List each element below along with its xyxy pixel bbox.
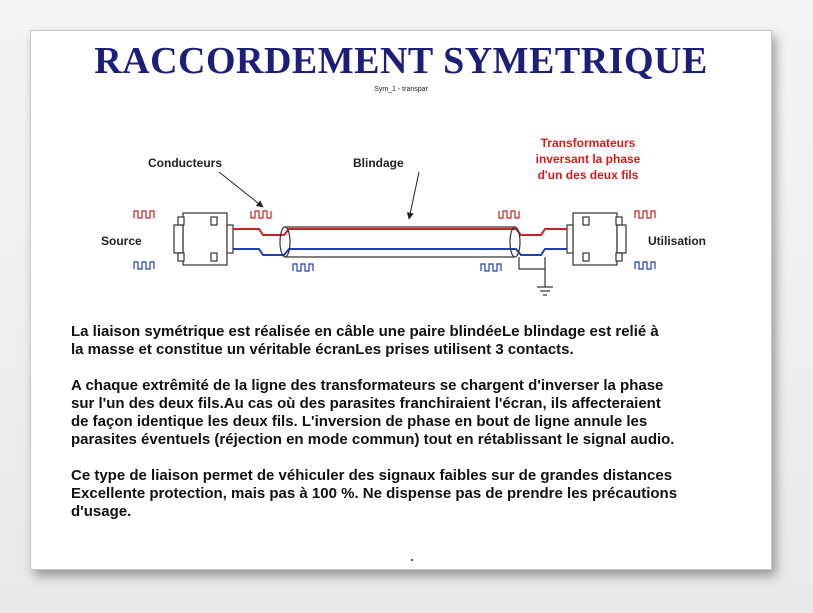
cold-wire (233, 248, 567, 256)
label-transformateurs-2: inversant la phase (536, 152, 641, 166)
waveform-utilisation-top-icon (634, 210, 656, 219)
paragraph-1: La liaison symétrique est réalisée en câ… (71, 323, 659, 358)
label-blindage: Blindage (353, 156, 404, 170)
cable-diagram: Conducteurs Blindage Transformateurs inv… (101, 136, 706, 296)
cable-shield (279, 226, 521, 258)
label-transformateurs-3: d'un des deux fils (538, 168, 639, 182)
ground-icon (518, 257, 553, 296)
paragraph-2: A chaque extrêmité de la ligne des trans… (71, 377, 675, 448)
pointer-conducteurs (218, 171, 264, 208)
waveform-source-bottom-icon (133, 261, 155, 270)
waveform-source-top-icon (133, 210, 155, 219)
pointer-blindage (406, 171, 420, 220)
label-conducteurs: Conducteurs (148, 156, 222, 170)
body-text: La liaison symétrique est réalisée en câ… (71, 323, 771, 539)
label-utilisation: Utilisation (648, 234, 706, 248)
waveform-inverted-left-icon (250, 210, 272, 219)
waveform-right-bottom-icon (480, 263, 502, 272)
right-connector-icon (566, 212, 627, 266)
hot-wire (233, 228, 567, 236)
left-connector-icon (173, 212, 234, 266)
paragraph-3: Ce type de liaison permet de véhiculer d… (71, 467, 678, 520)
waveform-inverted-right-icon (498, 210, 520, 219)
label-source: Source (101, 234, 142, 248)
label-transformateurs-1: Transformateurs (541, 136, 636, 150)
slide-subtitle: Sym_1 - transpar (374, 86, 428, 93)
waveform-utilisation-bottom-icon (634, 261, 656, 270)
page-title: RACCORDEMENT SYMETRIQUE (94, 40, 708, 82)
slide: RACCORDEMENT SYMETRIQUE Sym_1 - transpar… (30, 30, 772, 570)
waveform-left-bottom-icon (292, 263, 314, 272)
page-marker (411, 559, 413, 561)
